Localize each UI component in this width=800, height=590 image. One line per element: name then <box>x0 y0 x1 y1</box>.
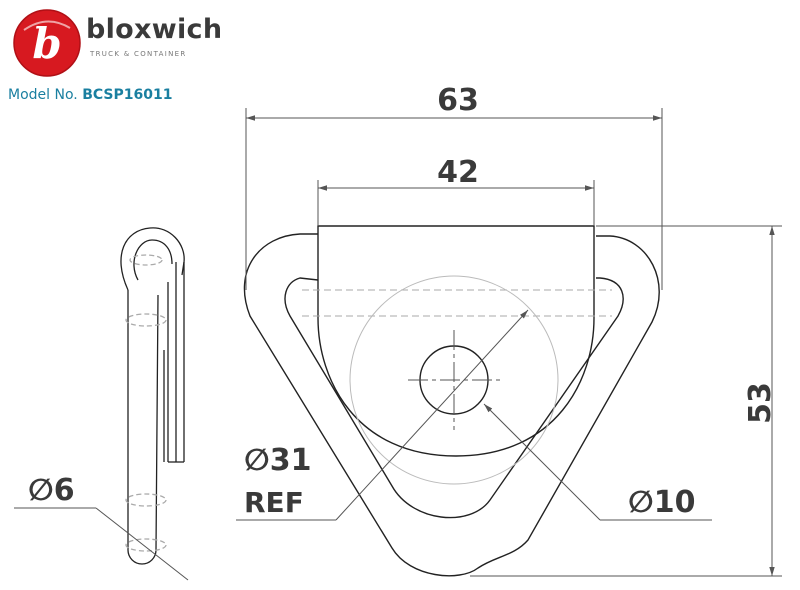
dim-label-6: ∅6 <box>28 473 75 508</box>
model-label: Model No. <box>8 87 78 103</box>
logo-letter: b <box>32 19 61 68</box>
dim-label-10: ∅10 <box>628 485 695 520</box>
leader-wire-diameter <box>14 507 189 581</box>
brand-tagline: TRUCK & CONTAINER <box>90 50 187 58</box>
side-view <box>120 227 185 565</box>
model-value: BCSP16011 <box>82 87 173 103</box>
bloxwich-logo: b <box>13 9 81 77</box>
dimension-plate-width <box>317 180 595 226</box>
header: b bloxwich TRUCK & CONTAINER Model No. B… <box>0 0 260 110</box>
dim-label-ref: REF <box>244 486 304 519</box>
dimension-overall-width <box>245 108 663 290</box>
model-number: Model No. BCSP16011 <box>8 87 172 103</box>
plate <box>302 225 612 485</box>
dimension-height <box>470 225 782 577</box>
leader-hole-diameter <box>483 403 712 521</box>
d-ring <box>243 233 660 577</box>
dim-label-53: 53 <box>743 382 778 424</box>
dim-label-42: 42 <box>437 155 479 190</box>
dim-label-63: 63 <box>437 83 479 118</box>
dim-label-31: ∅31 <box>244 443 311 478</box>
brand-name: bloxwich <box>86 14 223 45</box>
leader-pad-diameter <box>236 309 529 521</box>
